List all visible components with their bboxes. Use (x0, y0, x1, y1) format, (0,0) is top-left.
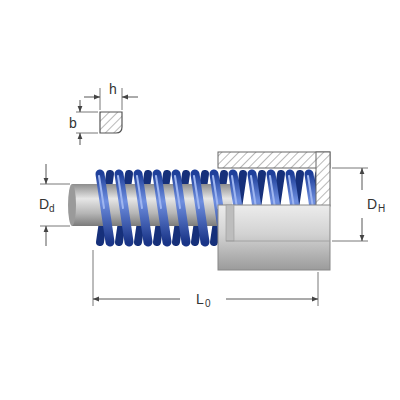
coil-strand (176, 174, 186, 242)
dimension-label: L (195, 292, 205, 306)
coil-strand (137, 176, 142, 208)
coil-strand (118, 176, 123, 208)
guide-rod (72, 184, 232, 226)
coil-strand (175, 176, 180, 208)
housing-body (218, 205, 330, 270)
coil-strand (100, 174, 110, 242)
housing-wall (218, 152, 330, 168)
extension-line (76, 133, 98, 134)
coil-strand (119, 174, 129, 242)
extension-line (40, 184, 70, 185)
dimension-line (80, 133, 81, 145)
extension-line (332, 241, 368, 242)
housing-wall (316, 152, 330, 206)
coil-strand (232, 176, 237, 208)
dimension-subscript: 0 (204, 299, 212, 309)
housing-bore-edge (226, 241, 330, 242)
extension-line (76, 112, 98, 113)
dimension-label: D (366, 197, 378, 211)
dimension-subscript: H (377, 204, 386, 214)
coil-strand (308, 176, 313, 208)
coil-strand (213, 176, 218, 208)
dimension-line (226, 299, 318, 300)
extension-line (100, 88, 101, 110)
coil-strand (194, 176, 199, 208)
extension-line (122, 88, 123, 110)
dimension-line (362, 218, 363, 241)
coil-strand (157, 174, 167, 242)
coil-strand (156, 176, 161, 208)
dimension-label: h (108, 82, 118, 96)
dimension-line (93, 299, 180, 300)
coil-strand (289, 176, 294, 208)
dimension-line (46, 226, 47, 246)
extension-line (40, 226, 70, 227)
coil-strand (195, 174, 205, 242)
coil-strand (251, 176, 256, 208)
extension-line (318, 272, 319, 306)
dimension-line (80, 100, 81, 112)
dimension-label: b (68, 116, 78, 130)
dimension-subscript: d (48, 204, 56, 214)
dimension-line (362, 168, 363, 190)
dimension-line (46, 164, 47, 184)
extension-line (332, 168, 368, 169)
rod-end (68, 184, 76, 226)
coil-strand (99, 176, 104, 208)
coil-strand (270, 176, 275, 208)
dimension-line (122, 97, 138, 98)
extension-line (93, 250, 94, 306)
coil-strand (138, 174, 148, 242)
wire-section (100, 112, 122, 133)
dimension-label: D (38, 197, 50, 211)
housing-bore-edge (226, 205, 234, 241)
dimension-line (84, 97, 100, 98)
